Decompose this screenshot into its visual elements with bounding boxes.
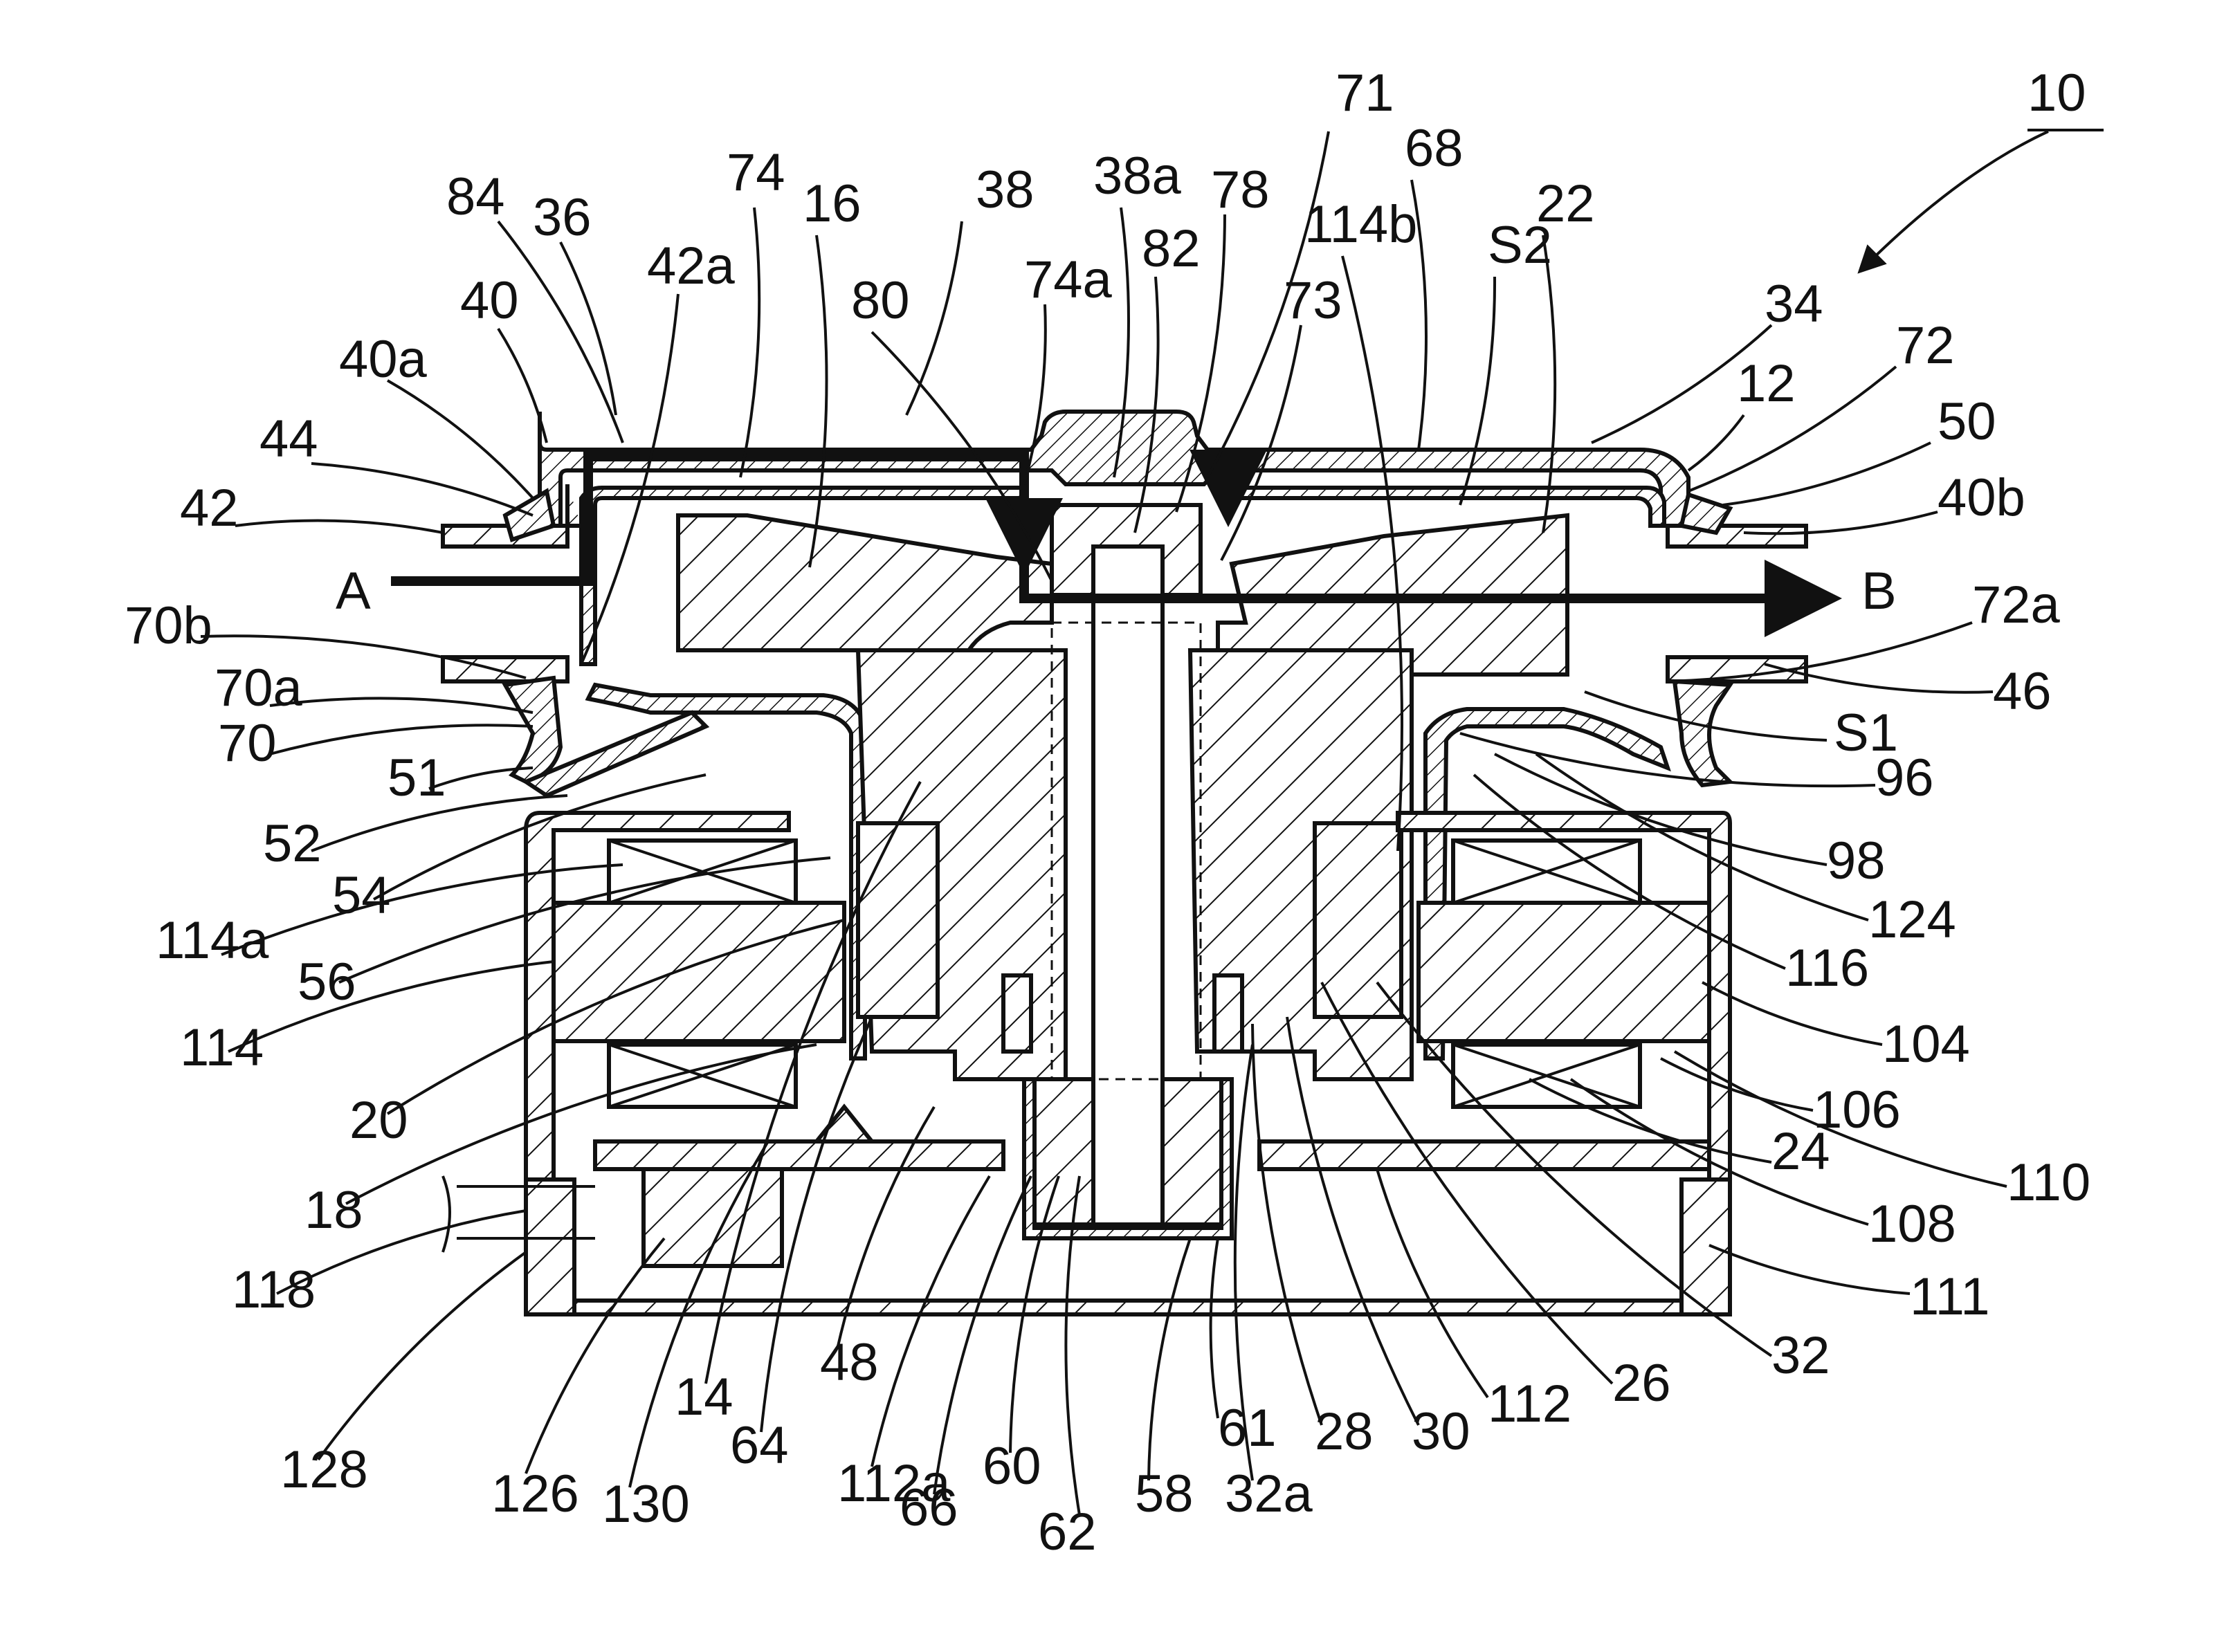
- leader-128: [318, 1252, 526, 1460]
- ref-label-38a: 38a: [1093, 147, 1182, 205]
- ref-label-112a: 112a: [837, 1454, 951, 1513]
- ref-label-18: 18: [304, 1181, 363, 1240]
- leader-106: [1661, 1058, 1813, 1110]
- ref-label-61: 61: [1218, 1399, 1277, 1458]
- leader-112: [1377, 1169, 1488, 1397]
- ref-label-68: 68: [1405, 119, 1464, 178]
- ref-label-28: 28: [1315, 1402, 1374, 1461]
- ref-label-116: 116: [1785, 939, 1869, 998]
- ref-label-16: 16: [803, 174, 862, 233]
- ref-label-s1: S1: [1834, 704, 1898, 762]
- ref-label-20: 20: [349, 1091, 408, 1150]
- ref-label-44: 44: [259, 410, 318, 468]
- leader-40a: [388, 380, 533, 498]
- leader-50: [1723, 443, 1931, 505]
- ref-label-62: 62: [1038, 1503, 1097, 1561]
- ref-label-70b: 70b: [125, 596, 212, 655]
- ref-label-106: 106: [1813, 1081, 1901, 1139]
- ref-label-74: 74: [727, 143, 785, 202]
- ref-label-40a: 40a: [339, 330, 428, 389]
- ref-label-114a: 114a: [156, 911, 269, 970]
- ref-label-58: 58: [1135, 1465, 1194, 1523]
- leader-12: [1688, 415, 1744, 470]
- ref-label-70: 70: [218, 714, 277, 773]
- leader-16: [810, 235, 827, 567]
- ref-label-64: 64: [730, 1416, 789, 1475]
- ref-label-128: 128: [280, 1440, 368, 1499]
- ref-label-32a: 32a: [1225, 1465, 1313, 1523]
- ref-label-s2: S2: [1488, 216, 1552, 275]
- ref-label-104: 104: [1882, 1015, 1970, 1074]
- leader-96: [1460, 733, 1875, 786]
- ref-label-112: 112: [1488, 1375, 1571, 1433]
- leader-82: [1135, 277, 1158, 533]
- leader-84: [498, 221, 623, 443]
- ref-label-78: 78: [1211, 160, 1270, 219]
- ref-label-42a: 42a: [647, 237, 736, 295]
- ref-label-54: 54: [332, 866, 391, 925]
- leader-61: [1211, 1238, 1218, 1418]
- outlet-label: B: [1861, 562, 1897, 621]
- ref-label-50: 50: [1938, 392, 1996, 451]
- ref-label-10: 10: [2027, 64, 2086, 122]
- leader-38: [906, 221, 962, 415]
- ref-label-32: 32: [1771, 1326, 1830, 1385]
- leader-28: [1252, 1024, 1322, 1425]
- ref-label-74a: 74a: [1024, 250, 1113, 309]
- ref-label-34: 34: [1765, 275, 1823, 333]
- ref-label-46: 46: [1993, 662, 2052, 721]
- ref-label-114b: 114b: [1304, 195, 1417, 254]
- ref-label-52: 52: [263, 814, 322, 873]
- leader-74: [740, 208, 759, 477]
- ref-label-40b: 40b: [1938, 468, 2025, 527]
- ref-label-26: 26: [1612, 1354, 1671, 1413]
- ref-label-60: 60: [983, 1437, 1041, 1496]
- ref-label-118: 118: [232, 1260, 316, 1319]
- ref-label-72a: 72a: [1972, 576, 2061, 634]
- ref-label-82: 82: [1142, 219, 1201, 278]
- ref-label-110: 110: [2007, 1153, 2090, 1212]
- ref-label-114: 114: [180, 1018, 264, 1077]
- leader-114: [228, 962, 554, 1052]
- ref-label-30: 30: [1412, 1402, 1470, 1461]
- inlet-label: A: [336, 562, 371, 621]
- ref-label-108: 108: [1868, 1195, 1956, 1254]
- ref-label-124: 124: [1868, 890, 1956, 949]
- leader-44: [311, 464, 533, 515]
- ref-label-84: 84: [446, 167, 505, 226]
- ref-label-36: 36: [533, 188, 592, 247]
- ref-label-70a: 70a: [215, 659, 303, 717]
- ref-label-42: 42: [180, 479, 239, 538]
- ref-label-48: 48: [820, 1333, 879, 1392]
- ref-label-72: 72: [1896, 316, 1955, 375]
- ref-label-111: 111: [1910, 1267, 1990, 1326]
- ref-label-98: 98: [1827, 832, 1886, 890]
- ref-label-80: 80: [851, 271, 910, 330]
- ref-label-130: 130: [602, 1475, 690, 1534]
- ref-label-38: 38: [976, 160, 1035, 219]
- leader-42: [235, 520, 443, 533]
- ref-label-51: 51: [388, 749, 446, 807]
- reference-arrow-10: [1861, 131, 2048, 270]
- ref-label-73: 73: [1284, 271, 1342, 330]
- ref-label-126: 126: [491, 1465, 579, 1523]
- ref-label-12: 12: [1737, 354, 1796, 413]
- leader-70a: [270, 698, 533, 713]
- ref-label-14: 14: [675, 1368, 733, 1426]
- leader-58: [1149, 1238, 1190, 1480]
- ref-label-40: 40: [460, 271, 519, 330]
- ref-label-56: 56: [298, 953, 356, 1011]
- ref-label-71: 71: [1336, 64, 1394, 122]
